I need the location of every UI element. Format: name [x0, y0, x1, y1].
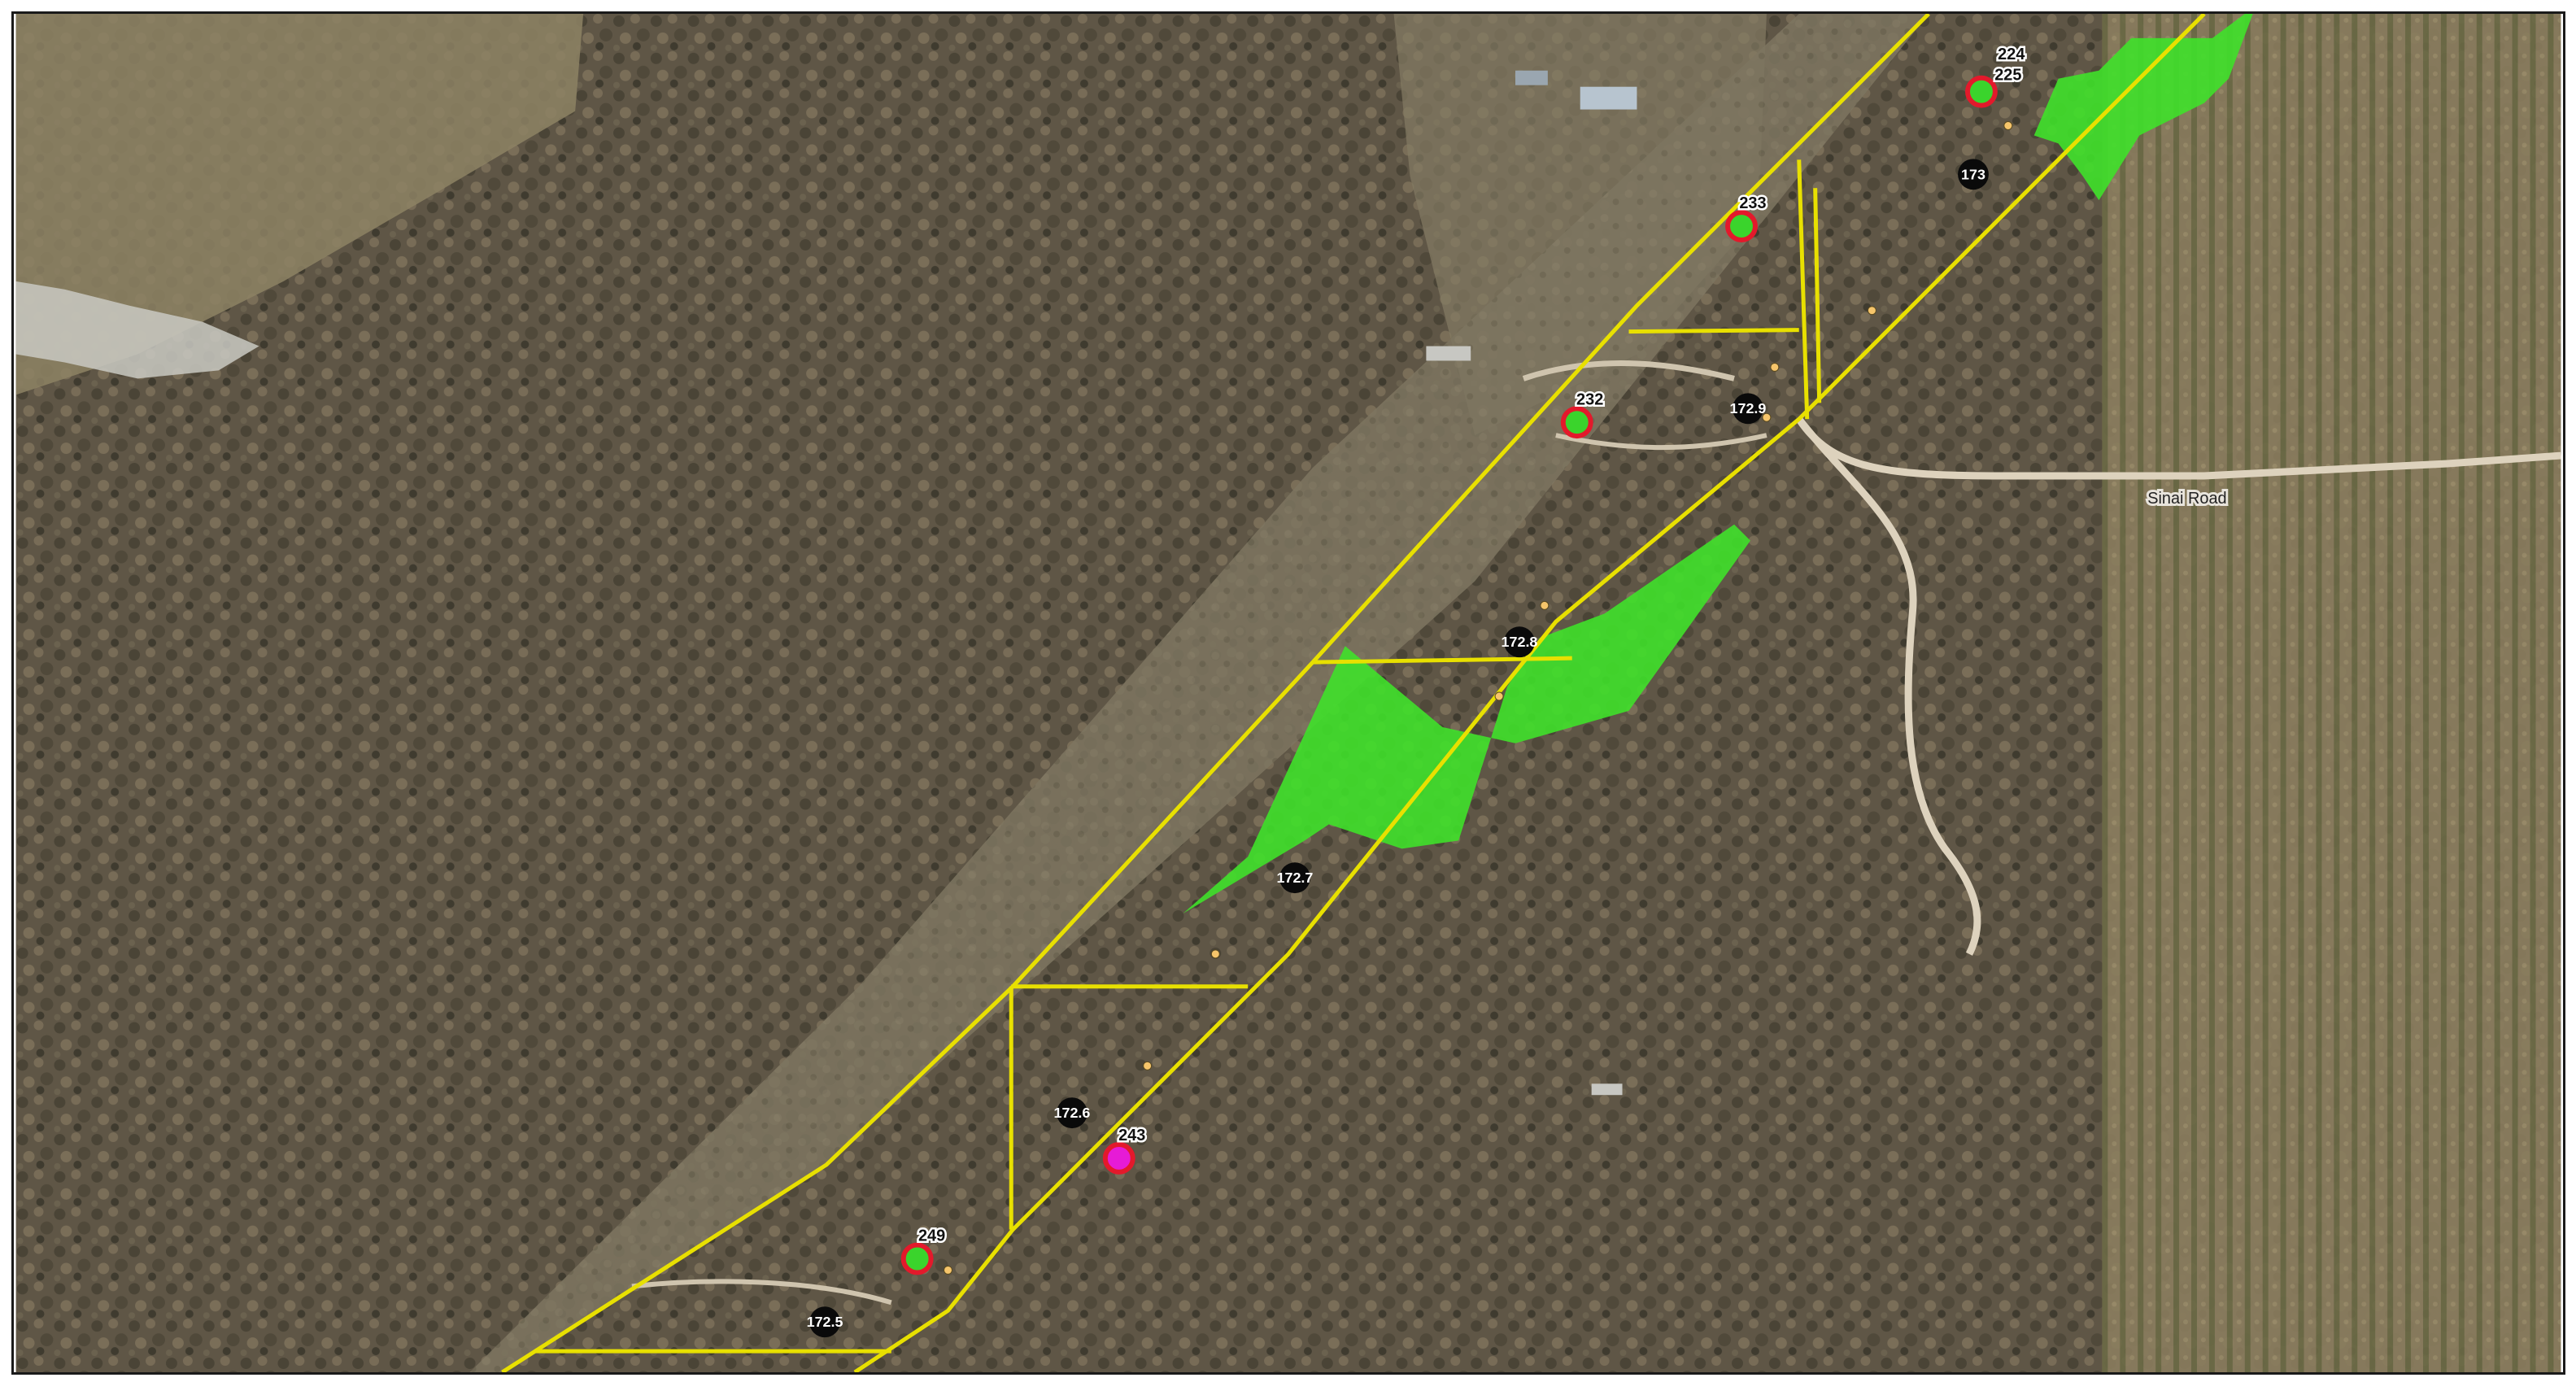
milepost-173[interactable]: 173	[1958, 159, 1989, 190]
milepost-label: 173	[1961, 166, 1985, 182]
map-frame: 173 172.9 172.8 172.7 172.6 172.5 224 22…	[11, 11, 2565, 1375]
milepost-172-7[interactable]: 172.7	[1277, 862, 1314, 894]
small-points	[944, 121, 2013, 1275]
rocky-clearing	[15, 281, 259, 379]
site-marker-243[interactable]: 243	[1102, 1125, 1148, 1175]
lower-track	[631, 1279, 892, 1306]
milepost-label: 172.7	[1277, 870, 1314, 886]
site-marker-249[interactable]: 249	[900, 1225, 948, 1275]
site-marker-232[interactable]: 232	[1560, 389, 1606, 439]
building	[1580, 86, 1637, 110]
road-label-sinai: Sinai Road	[2147, 490, 2226, 508]
pasture-area	[15, 14, 584, 395]
milepost-label: 172.9	[1730, 400, 1767, 416]
site-marker-233[interactable]: 233	[1725, 193, 1768, 242]
site-label: 243	[1118, 1127, 1145, 1144]
aerial-map[interactable]: 173 172.9 172.8 172.7 172.6 172.5 224 22…	[14, 14, 2563, 1372]
site-label: 232	[1576, 390, 1603, 408]
site-marker-225[interactable]: 225	[1965, 64, 2024, 108]
milepost-label: 172.5	[807, 1314, 843, 1330]
site-label: 249	[918, 1227, 945, 1245]
building	[1515, 70, 1548, 85]
building	[1426, 346, 1471, 361]
wetland-polygon[interactable]	[2033, 14, 2253, 201]
dirt-track	[1796, 416, 1981, 956]
corridor-lines	[501, 14, 2206, 1372]
milepost-label: 172.6	[1054, 1105, 1091, 1121]
site-label: 225	[1994, 67, 2021, 85]
site-marker-224[interactable]: 224	[1996, 43, 2027, 65]
wetland-polygon[interactable]	[1183, 524, 1750, 914]
corridor-cleared-ground	[469, 14, 1929, 1372]
plantation-area	[2102, 14, 2561, 1372]
milepost-172-6[interactable]: 172.6	[1054, 1097, 1091, 1129]
milepost-label: 172.8	[1502, 634, 1538, 650]
driveway-track-2	[1555, 433, 1767, 451]
milepost-172-9[interactable]: 172.9	[1730, 393, 1767, 425]
driveway-track	[1522, 360, 1735, 381]
site-label: 233	[1739, 194, 1766, 212]
building	[1591, 1083, 1623, 1096]
milepost-172-5[interactable]: 172.5	[807, 1306, 843, 1338]
site-label: 224	[1998, 46, 2025, 63]
milepost-172-8[interactable]: 172.8	[1502, 626, 1538, 658]
